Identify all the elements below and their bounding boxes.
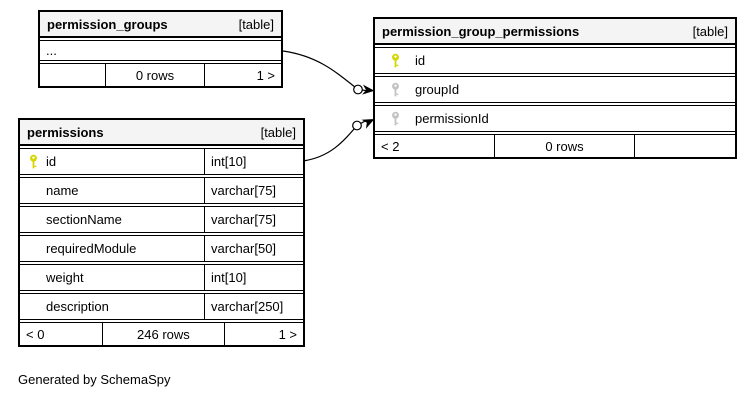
incoming-refs-count: < 0 <box>26 326 45 342</box>
key-cell <box>375 53 415 69</box>
table-type-label: [table] <box>238 16 274 32</box>
incoming-refs-count: < 2 <box>381 138 400 154</box>
column-type: varchar[75] <box>204 207 303 232</box>
row-count: 0 rows <box>105 64 204 86</box>
table-name-link[interactable]: permission_groups <box>47 16 168 32</box>
table-header: permissions [table] <box>20 120 303 146</box>
row-count: 0 rows <box>493 135 634 157</box>
column-type: varchar[50] <box>204 236 303 261</box>
column-row-name: name varchar[75] <box>20 177 303 204</box>
foreign-key-icon <box>391 82 399 96</box>
table-header: permission_groups [table] <box>40 12 281 38</box>
column-name: description <box>46 299 109 314</box>
key-cell <box>375 111 415 127</box>
column-name: id <box>415 53 426 68</box>
row-count: 246 rows <box>102 323 224 345</box>
column-name: weight <box>46 270 84 285</box>
column-name: permissionId <box>415 111 489 126</box>
outgoing-refs-count <box>634 135 735 157</box>
column-name: ... <box>46 43 57 58</box>
column-type: int[10] <box>204 149 303 174</box>
table-name-link[interactable]: permission_group_permissions <box>382 23 580 39</box>
primary-key-icon <box>29 154 37 168</box>
key-cell <box>375 82 415 98</box>
column-name: groupId <box>415 82 460 97</box>
arrowhead-icon <box>362 84 375 95</box>
table-permission-group-permissions: permission_group_permissions [table] id <box>373 17 737 159</box>
table-footer: < 0 246 rows 1 > <box>20 322 303 345</box>
column-row-id: id int[10] <box>20 148 303 175</box>
primary-key-icon <box>391 53 399 67</box>
column-row-requiredmodule: requiredModule varchar[50] <box>20 235 303 262</box>
table-columns: ... <box>40 38 281 63</box>
column-row-id: id <box>375 47 735 74</box>
outgoing-refs-count: 1 > <box>223 323 303 345</box>
column-row-permissionid: permissionId <box>375 105 735 132</box>
table-columns: id groupId <box>375 45 735 134</box>
table-permission-groups: permission_groups [table] ... 0 rows 1 > <box>38 10 283 88</box>
relationship-groups-to-groupid <box>282 50 368 92</box>
column-type: varchar[75] <box>204 178 303 203</box>
column-row-description: description varchar[250] <box>20 293 303 320</box>
table-header: permission_group_permissions [table] <box>375 19 735 45</box>
column-name: requiredModule <box>46 241 137 256</box>
incoming-refs-count <box>40 64 105 86</box>
outgoing-refs-count: 1 > <box>203 64 281 86</box>
column-name: id <box>46 154 57 169</box>
column-row-groupid: groupId <box>375 76 735 103</box>
table-type-label: [table] <box>692 23 728 39</box>
column-row-sectionname: sectionName varchar[75] <box>20 206 303 233</box>
column-name: name <box>46 183 79 198</box>
column-type: int[10] <box>204 265 303 290</box>
table-columns: id int[10] name varchar[75] sectionName … <box>20 146 303 322</box>
arrowhead-icon <box>361 119 375 129</box>
generator-note: Generated by SchemaSpy <box>18 372 171 387</box>
table-footer: 0 rows 1 > <box>40 63 281 86</box>
table-permissions: permissions [table] id int[10] name <box>18 118 305 347</box>
column-name: sectionName <box>46 212 122 227</box>
key-cell <box>20 154 46 170</box>
column-type: varchar[250] <box>204 294 303 319</box>
table-type-label: [table] <box>260 124 296 140</box>
foreign-key-icon <box>391 111 399 125</box>
table-name-link[interactable]: permissions <box>27 124 104 140</box>
zero-or-one-circle <box>352 120 362 131</box>
column-row-ellipsis: ... <box>40 40 281 61</box>
column-row-weight: weight int[10] <box>20 264 303 291</box>
zero-or-one-circle <box>353 84 363 95</box>
table-footer: < 2 0 rows <box>375 134 735 157</box>
